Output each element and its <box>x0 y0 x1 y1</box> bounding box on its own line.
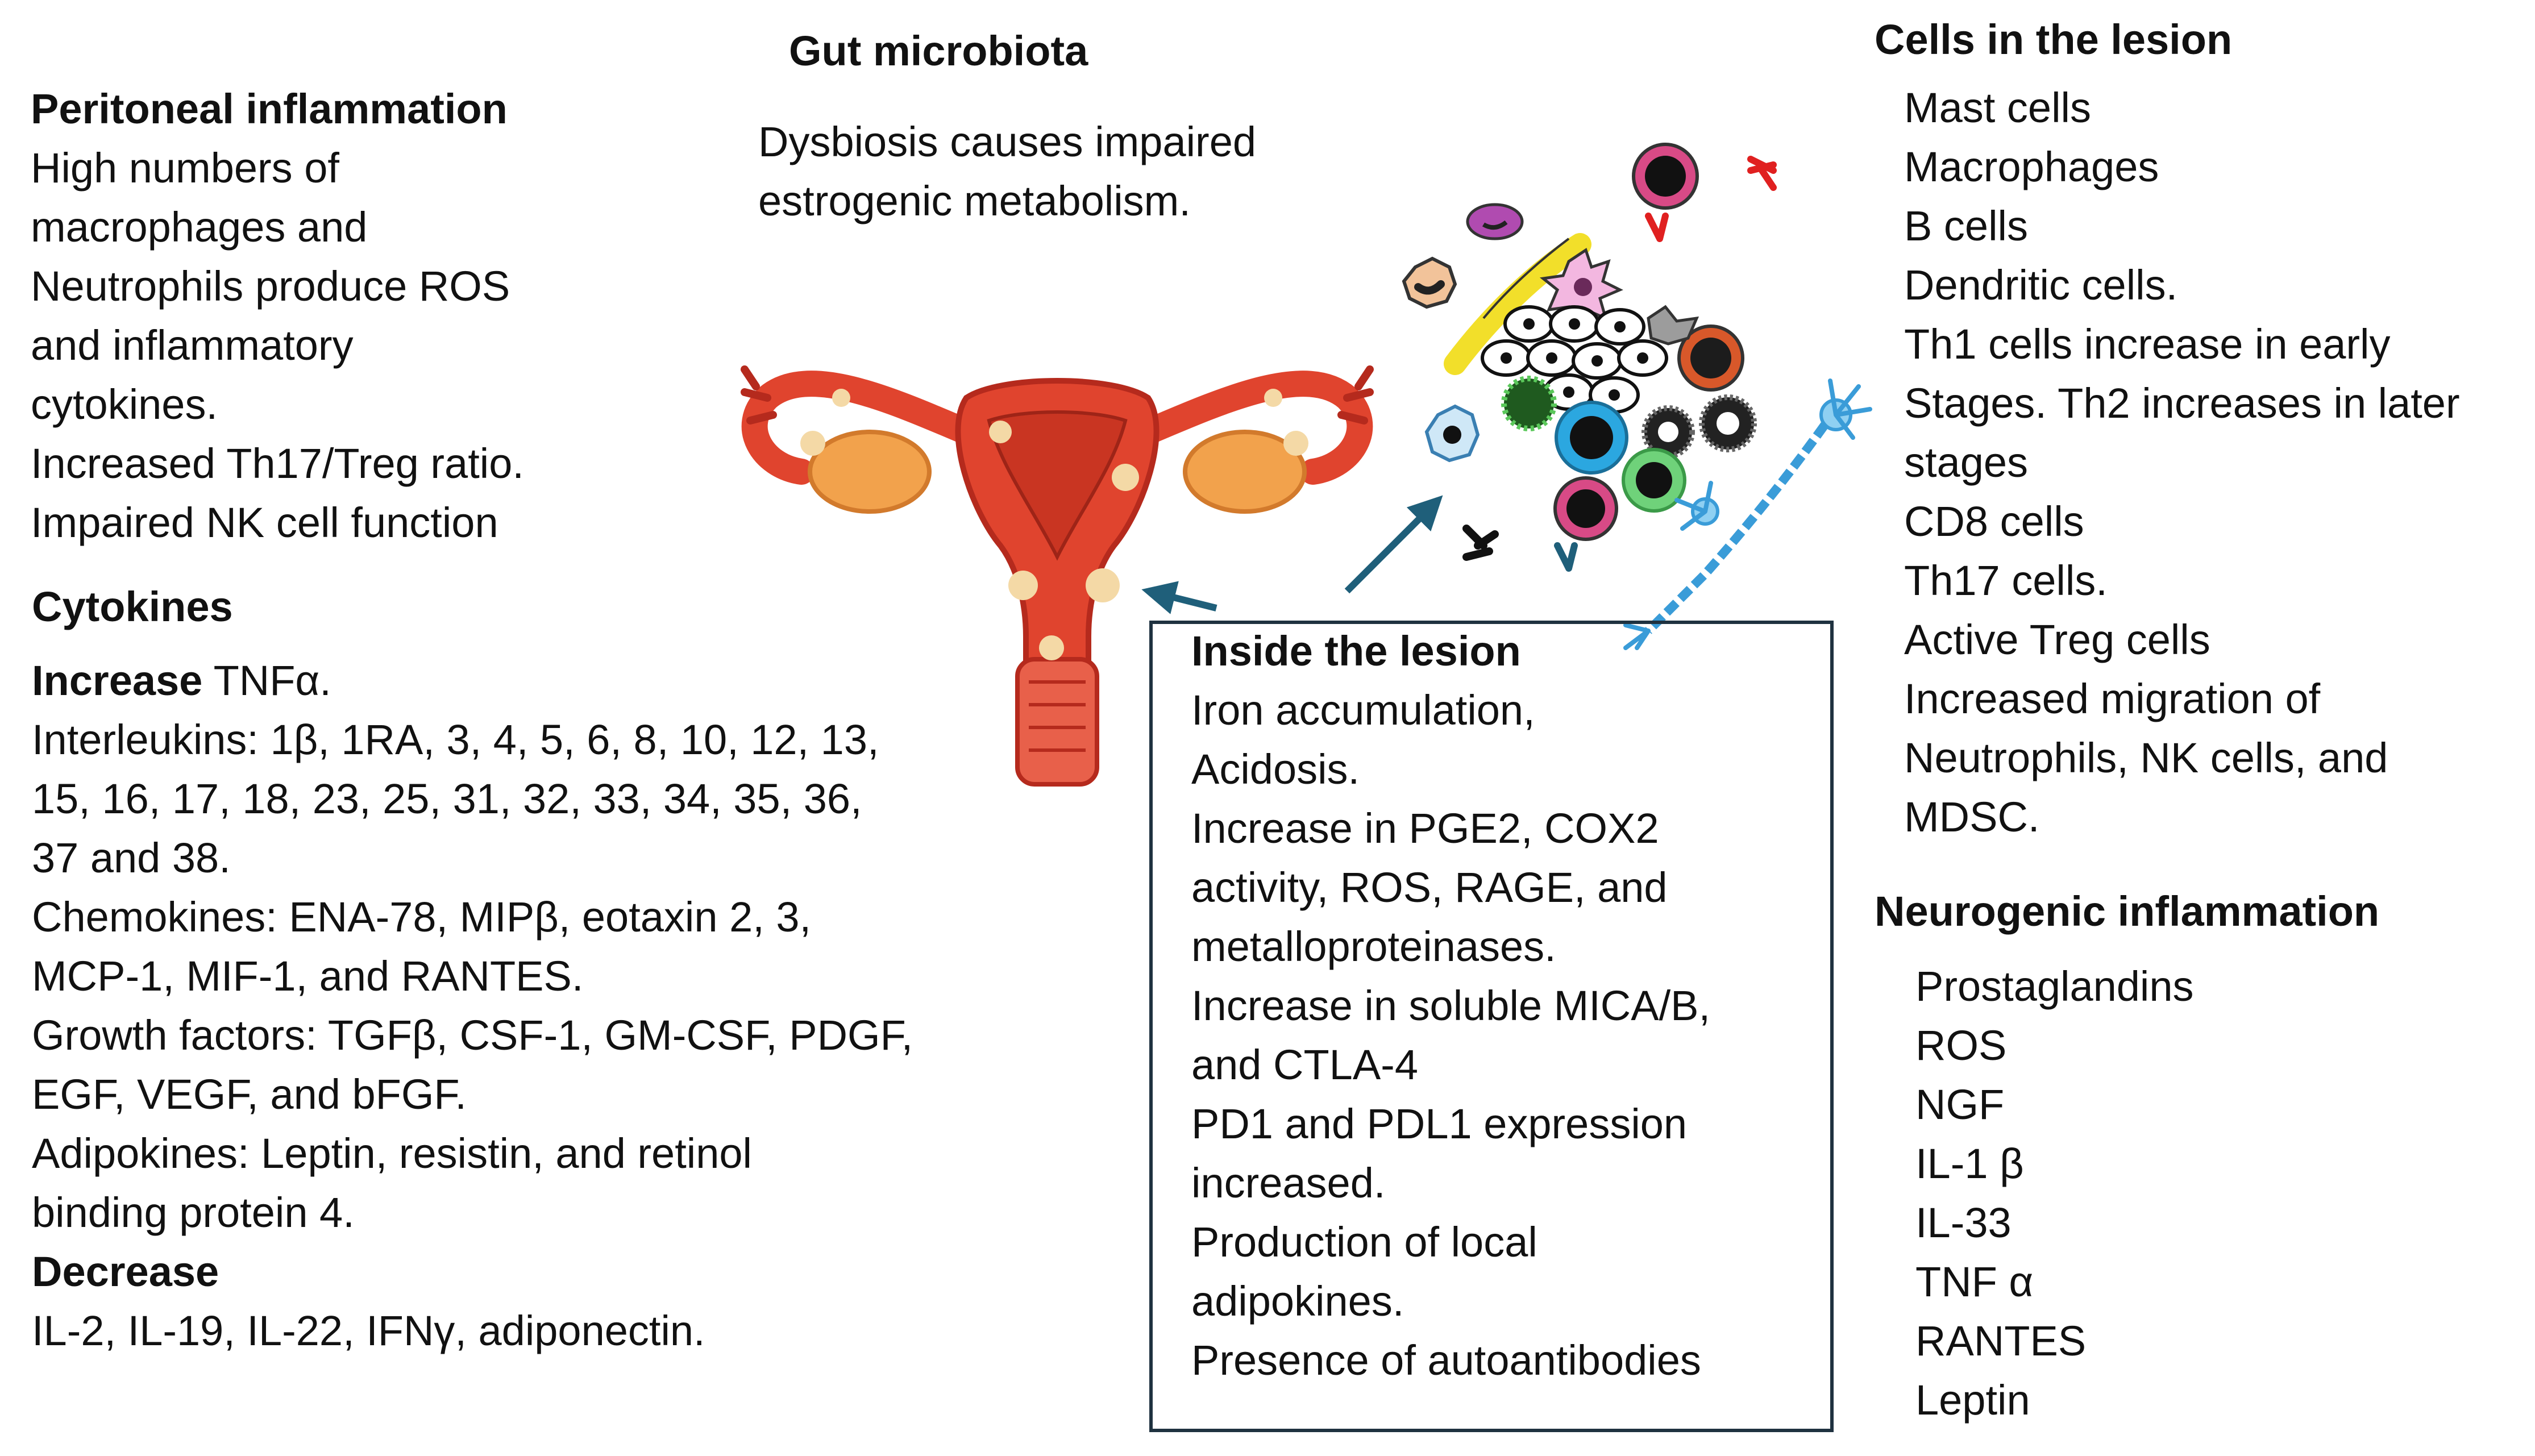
neurogenic-line: ROS <box>1915 1022 2007 1069</box>
peritoneal-line: macrophages and <box>31 203 368 251</box>
neurogenic-line: NGF <box>1915 1081 2005 1128</box>
cytokines-section: Cytokines Increase TNFα. Interleukins: 1… <box>32 577 913 1361</box>
inside-lesion-line: Increase in PGE2, COX2 <box>1191 805 1659 852</box>
inside-lesion-line: activity, ROS, RAGE, and <box>1191 864 1668 911</box>
immune-cell-cluster <box>1402 143 1757 541</box>
inside-lesion-line: increased. <box>1191 1159 1386 1207</box>
inside-lesion-line: metalloproteinases. <box>1191 923 1556 970</box>
neurogenic-line: Prostaglandins <box>1915 963 2194 1010</box>
cells-line: Th17 cells. <box>1904 557 2108 604</box>
inside-lesion-line: adipokines. <box>1191 1278 1404 1325</box>
neurogenic-line: IL-33 <box>1915 1199 2012 1246</box>
gut-heading: Gut microbiota <box>789 27 1088 74</box>
peritoneal-heading: Peritoneal inflammation <box>31 85 508 132</box>
cells-line: MDSC. <box>1904 793 2040 841</box>
cells-section: Cells in the lesion <box>1875 10 2232 69</box>
arrow-to-uterus <box>1141 581 1217 614</box>
peritoneal-line: Neutrophils produce ROS <box>31 263 510 310</box>
peritoneal-line: cytokines. <box>31 381 218 428</box>
cytokine-line: 37 and 38. <box>32 834 231 881</box>
cells-line: Macrophages <box>1904 143 2159 190</box>
gut-line: Dysbiosis causes impaired <box>758 118 1257 165</box>
neurogenic-heading: Neurogenic inflammation <box>1875 888 2380 935</box>
cells-line: CD8 cells <box>1904 498 2084 545</box>
increase-label: Increase <box>32 657 203 704</box>
cells-line: Stages. Th2 increases in later <box>1904 380 2460 427</box>
cytokines-increase-line: Increase TNFα. <box>32 651 913 710</box>
neuron-icon <box>1623 378 1872 650</box>
inside-lesion-heading: Inside the lesion <box>1191 627 1521 675</box>
gut-text: Dysbiosis causes impaired estrogenic met… <box>758 113 1256 231</box>
gut-section: Gut microbiota <box>789 22 1088 81</box>
neurogenic-line: RANTES <box>1915 1317 2087 1365</box>
cytokine-line: 15, 16, 17, 18, 23, 25, 31, 32, 33, 34, … <box>32 775 862 822</box>
neurogenic-line: IL-1 β <box>1915 1140 2024 1187</box>
inside-lesion-box <box>1149 621 1834 1432</box>
cytokines-heading: Cytokines <box>32 583 233 630</box>
cells-line: Th1 cells increase in early <box>1904 321 2391 368</box>
decrease-text: IL-2, IL-19, IL-22, IFNγ, adiponectin. <box>32 1307 705 1354</box>
inside-lesion-line: Presence of autoantibodies <box>1191 1337 1701 1384</box>
cells-line: Active Treg cells <box>1904 616 2210 663</box>
uterus-illustration <box>741 365 1374 787</box>
inside-lesion-line: and CTLA-4 <box>1191 1041 1418 1088</box>
decrease-label: Decrease <box>32 1248 219 1295</box>
cytokine-line: EGF, VEGF, and bFGF. <box>32 1071 467 1118</box>
cells-line: Dendritic cells. <box>1904 261 2178 309</box>
inside-lesion-line: Increase in soluble MICA/B, <box>1191 982 1711 1029</box>
peritoneal-line: and inflammatory <box>31 322 354 369</box>
cells-line: Increased migration of <box>1904 675 2321 722</box>
cytokine-line: Interleukins: 1β, 1RA, 3, 4, 5, 6, 8, 10… <box>32 716 879 763</box>
cells-heading: Cells in the lesion <box>1875 16 2233 63</box>
inside-lesion-section: Inside the lesion Iron accumulation, Aci… <box>1191 622 1710 1390</box>
inside-lesion-line: PD1 and PDL1 expression <box>1191 1100 1688 1147</box>
peritoneal-line: Impaired NK cell function <box>31 499 498 546</box>
neurogenic-line: Leptin <box>1915 1376 2030 1424</box>
neurogenic-section: Neurogenic inflammation <box>1875 882 2379 941</box>
cells-list: Mast cells Macrophages B cells Dendritic… <box>1904 78 2460 847</box>
peritoneal-line: Increased Th17/Treg ratio. <box>31 440 524 487</box>
peritoneal-line: High numbers of <box>31 144 339 192</box>
cytokine-line: binding protein 4. <box>32 1189 355 1236</box>
cytokine-line: Growth factors: TGFβ, CSF-1, GM-CSF, PDG… <box>32 1012 913 1059</box>
neurogenic-line: TNF α <box>1915 1258 2034 1305</box>
cytokine-line: Chemokines: ENA-78, MIPβ, eotaxin 2, 3, <box>32 893 812 941</box>
inside-lesion-line: Iron accumulation, <box>1191 687 1535 734</box>
arrow-to-cells <box>1344 495 1443 594</box>
increase-text: TNFα. <box>202 657 331 704</box>
antibody-icon <box>1462 156 1777 572</box>
cytokine-line: MCP-1, MIF-1, and RANTES. <box>32 952 584 1000</box>
neurogenic-list: Prostaglandins ROS NGF IL-1 β IL-33 TNF … <box>1915 957 2194 1430</box>
cytokine-line: Adipokines: Leptin, resistin, and retino… <box>32 1130 752 1177</box>
peritoneal-section: Peritoneal inflammation High numbers of … <box>31 80 524 552</box>
cells-line: B cells <box>1904 202 2028 249</box>
gut-line: estrogenic metabolism. <box>758 177 1191 224</box>
inside-lesion-line: Acidosis. <box>1191 746 1360 793</box>
cells-line: stages <box>1904 439 2029 486</box>
inside-lesion-line: Production of local <box>1191 1218 1537 1266</box>
cells-line: Mast cells <box>1904 84 2091 131</box>
cells-line: Neutrophils, NK cells, and <box>1904 734 2388 781</box>
